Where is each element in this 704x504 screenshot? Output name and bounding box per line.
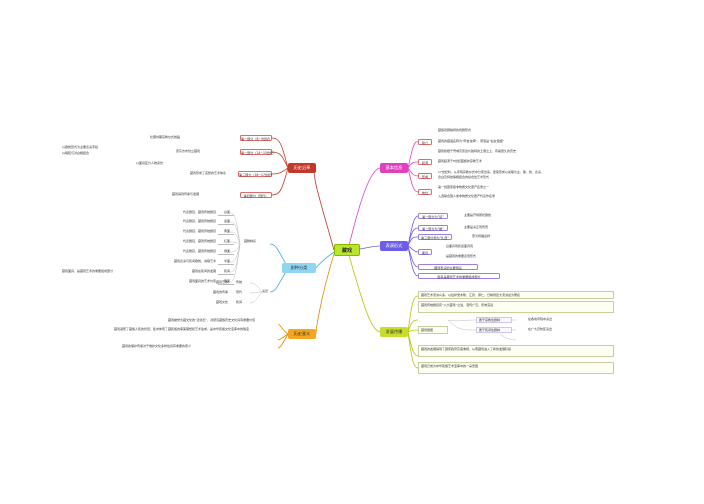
jiben-tag-qiyuan[interactable]: 起源 bbox=[418, 159, 432, 165]
section-fazhan[interactable]: 发展传播 bbox=[380, 327, 408, 337]
juzhong-row-left: 代表剧目，藏戏传统剧目 bbox=[182, 229, 216, 233]
lishi-item-1[interactable]: 第一部分（8~9世纪） bbox=[240, 135, 273, 141]
biaoyan-mask-tag[interactable]: 面具 bbox=[418, 249, 432, 255]
fazhan-branch-1[interactable]: 属于宗教性剧种 bbox=[476, 317, 512, 323]
biaoyan-part-2-desc: 主要是演正戏传奇 bbox=[464, 225, 489, 229]
lishi-item-1-desc: 吐蕃时期宗教仪式舞蹈 bbox=[150, 135, 181, 139]
fazhan-card-3[interactable]: 藏戏剧团 bbox=[418, 326, 448, 334]
lishi-item-3[interactable]: 第三部分（16~17世纪） bbox=[238, 171, 275, 177]
juzhong-row-left: 藏戏在民间的发展 bbox=[191, 269, 216, 273]
jiben-tag-diwei[interactable]: 地位 bbox=[418, 189, 432, 195]
juzhong-row-underline bbox=[218, 233, 234, 235]
juzhong-row-underline bbox=[218, 273, 234, 275]
juzhong-row-underline bbox=[218, 253, 234, 255]
juzhong-row-underline bbox=[218, 243, 234, 245]
fazhan-card-3-text: 藏戏剧团 bbox=[421, 328, 434, 332]
fazhan-card-1[interactable]: 藏戏艺术流派众多，以拉萨觉木隆、江孜、昂仁、日喀则四大流派最为著名 bbox=[418, 291, 614, 299]
juzhong-row-left: 藏戏面具的艺术价值 bbox=[188, 279, 216, 283]
biaoyan-part-1-desc: 主要是开场祭祀歌舞 bbox=[464, 213, 492, 217]
juzhong-title: 藏剧种系 bbox=[244, 239, 257, 243]
juzhong-row-left: 藏戏表演与民间歌舞、说唱艺术 bbox=[173, 259, 216, 263]
juzhong-row-right[interactable]: 绿面 bbox=[224, 249, 231, 253]
juzhong-row-right[interactable]: 半面 bbox=[224, 259, 231, 263]
lishi-item-2[interactable]: 第二部分（14~15世纪） bbox=[240, 149, 277, 155]
juzhong-lower-right[interactable]: 传统 bbox=[236, 280, 243, 284]
juzhong-lower-left: 藏戏艺术 bbox=[215, 280, 228, 284]
juzhong-row-left: 代表剧目，藏戏传统剧目 bbox=[182, 219, 216, 223]
juzhong-row-right[interactable]: 民间 bbox=[224, 269, 231, 273]
lishi-item-2-desc: 唐东杰布创立藏戏 bbox=[176, 149, 201, 153]
lishi-extra-3: 以面具区分人物身份 bbox=[136, 161, 164, 165]
jiben-tag-jianjie[interactable]: 简介 bbox=[418, 139, 432, 145]
section-biaoyan[interactable]: 表演形式 bbox=[380, 241, 408, 251]
juzhong-lower-right[interactable]: 现代 bbox=[236, 290, 243, 294]
biaoyan-mask-line2: 是藏戏的重要表现形式 bbox=[446, 254, 477, 258]
juzhong-row-right[interactable]: 红面 bbox=[224, 239, 231, 243]
fazhan-card-5-text: 藏戏已成为中华民族艺术宝库中的一朵奇葩 bbox=[421, 363, 479, 368]
yiyi-line-2: 藏戏凝聚了藏族人民的智慧，集中体现了藏民族的审美理想和艺术追求，是中华民族文化宝… bbox=[114, 327, 250, 331]
biaoyan-mask-line1: 白面具戏和蓝面具戏 bbox=[446, 244, 474, 248]
juzhong-row-left: 代表剧目，藏戏传统剧目 bbox=[182, 210, 216, 214]
juzhong-lower-left: 藏戏的传承 bbox=[212, 290, 228, 294]
juzhong-long: 藏戏面具，是藏戏艺术的重要组成部分 bbox=[62, 269, 114, 273]
jiben-qiyuan-line: 藏戏起源于8世纪藏族的宗教艺术 bbox=[438, 159, 482, 163]
biaoyan-note-2[interactable]: 面具是藏戏艺术的重要组成部分 bbox=[418, 273, 500, 279]
center-topic[interactable]: 藏戏 bbox=[334, 244, 360, 256]
biaoyan-part-3[interactable]: 第三部分称为“扎西” bbox=[418, 234, 452, 240]
jiben-tag-xingcheng[interactable]: 形成 bbox=[418, 173, 432, 179]
jiben-xingcheng-line2: 念白及特技等相结合的综合性艺术形式 bbox=[438, 175, 490, 179]
lishi-item-3-desc: 藏戏形成了完整的艺术体系 bbox=[190, 171, 227, 175]
yiyi-line-3: 藏戏的保护传承对于维护文化多样性具有重要的意义 bbox=[122, 344, 192, 348]
juzhong-row-underline bbox=[218, 263, 234, 265]
biaoyan-part-2[interactable]: 第二部分为“雄” bbox=[418, 225, 448, 231]
jiben-diwei-line1: 第一批国家级非物质文化遗产名录之一 bbox=[438, 185, 490, 189]
section-juzhong[interactable]: 剧种分类 bbox=[282, 263, 316, 273]
fazhan-branch-2-label: 属于民间性剧种 bbox=[479, 328, 501, 332]
fazhan-card-5[interactable]: 藏戏已成为中华民族艺术宝库中的一朵奇葩 bbox=[418, 362, 614, 374]
section-yiyi[interactable]: 历史意义 bbox=[288, 329, 316, 339]
juzhong-lower-left: 藏戏文化 bbox=[215, 300, 228, 304]
biaoyan-part-1[interactable]: 第一部分为“顿” bbox=[418, 213, 448, 219]
lishi-extra-2: 以唱腔与对白相结合 bbox=[62, 151, 90, 155]
yiyi-line-1: 藏戏被誉为藏文化的“活化石”，对研究藏族历史文化具有重要价值 bbox=[168, 318, 256, 322]
jiben-diwei-line2: 入选联合国人类非物质文化遗产代表作名录 bbox=[438, 194, 496, 198]
fazhan-branch-1-label: 属于宗教性剧种 bbox=[479, 318, 501, 322]
juzhong-lower-tag: 演员 bbox=[262, 289, 269, 293]
section-jiben[interactable]: 基本信息 bbox=[380, 163, 408, 173]
fazhan-branch-2[interactable]: 属于民间性剧种 bbox=[476, 327, 512, 333]
lishi-item-4-desc: 藏戏得到传承与发展 bbox=[172, 192, 200, 196]
fazhan-card-2[interactable]: 藏戏传统剧目有“八大藏戏”之说，流传广泛，影响深远 bbox=[418, 301, 614, 313]
juzhong-lower-right[interactable]: 民间 bbox=[236, 300, 243, 304]
juzhong-row-right[interactable]: 白面 bbox=[224, 210, 231, 214]
jiben-jianjie-line1: 藏族戏剧独特的戏剧形式 bbox=[438, 128, 472, 132]
fazhan-branch-2-desc: 在广大农牧区演出 bbox=[528, 327, 553, 331]
biaoyan-part-3-desc: 意为祝福迎祥 bbox=[472, 234, 491, 238]
jiben-xingcheng-line1: 17世纪时，从寺院宗教仪式中分离出来，逐渐形成以说唱为主，歌、舞、表演、 bbox=[438, 170, 544, 174]
juzhong-row-underline bbox=[218, 214, 234, 216]
fazhan-card-2-text: 藏戏传统剧目有“八大藏戏”之说，流传广泛，影响深远 bbox=[421, 302, 494, 307]
jiben-jianjie-line2: 藏戏的藏语名称为“阿吉拉姆”，意思是“仙女姐姐” bbox=[438, 139, 505, 143]
section-lishi[interactable]: 历史沿革 bbox=[288, 163, 316, 173]
fazhan-card-4[interactable]: 藏戏的发展得到了国家政府高度重视，从而藏戏进入了新的发展阶段 bbox=[418, 345, 614, 357]
lishi-extra-1: 以歌舞形式为主要表演手段 bbox=[62, 145, 99, 149]
biaoyan-note-1[interactable]: 藏戏表演的主要特征 bbox=[418, 264, 478, 270]
juzhong-row-left: 代表剧目，藏戏传统剧目 bbox=[182, 239, 216, 243]
juzhong-row-underline bbox=[218, 283, 234, 285]
fazhan-card-4-text: 藏戏的发展得到了国家政府高度重视，从而藏戏进入了新的发展阶段 bbox=[421, 346, 512, 351]
lishi-item-4[interactable]: 第四部分（现代） bbox=[240, 192, 272, 198]
juzhong-row-right[interactable]: 黑面 bbox=[224, 279, 231, 283]
juzhong-row-right[interactable]: 蓝面 bbox=[224, 219, 231, 223]
fazhan-card-1-text: 藏戏艺术流派众多，以拉萨觉木隆、江孜、昂仁、日喀则四大流派最为著名 bbox=[421, 293, 521, 297]
juzhong-row-underline bbox=[218, 223, 234, 225]
juzhong-row-left: 代表剧目，藏戏传统剧目 bbox=[182, 249, 216, 253]
jiben-jianjie-line3: 藏戏植根于雪域高原这片独特的土壤之上，有着悠久的历史 bbox=[438, 149, 517, 153]
juzhong-row-right[interactable]: 黄面 bbox=[224, 229, 231, 233]
fazhan-branch-1-desc: 在各地寺院中演出 bbox=[528, 317, 553, 321]
